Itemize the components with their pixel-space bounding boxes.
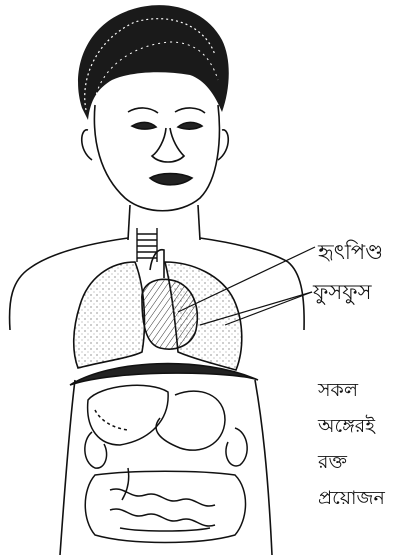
abdominal-organs bbox=[85, 385, 247, 542]
caption: সকল অঙ্গেরই রক্ত প্রয়োজন bbox=[318, 372, 385, 516]
lungs-label: ফুসফুস bbox=[313, 276, 371, 311]
heart-label: হৃৎপিণ্ড bbox=[318, 236, 383, 271]
caption-line: প্রয়োজন bbox=[318, 480, 385, 516]
head bbox=[82, 105, 229, 240]
caption-line: সকল bbox=[318, 372, 385, 408]
hair bbox=[78, 5, 229, 120]
caption-line: রক্ত bbox=[318, 444, 385, 480]
caption-line: অঙ্গেরই bbox=[318, 408, 385, 444]
